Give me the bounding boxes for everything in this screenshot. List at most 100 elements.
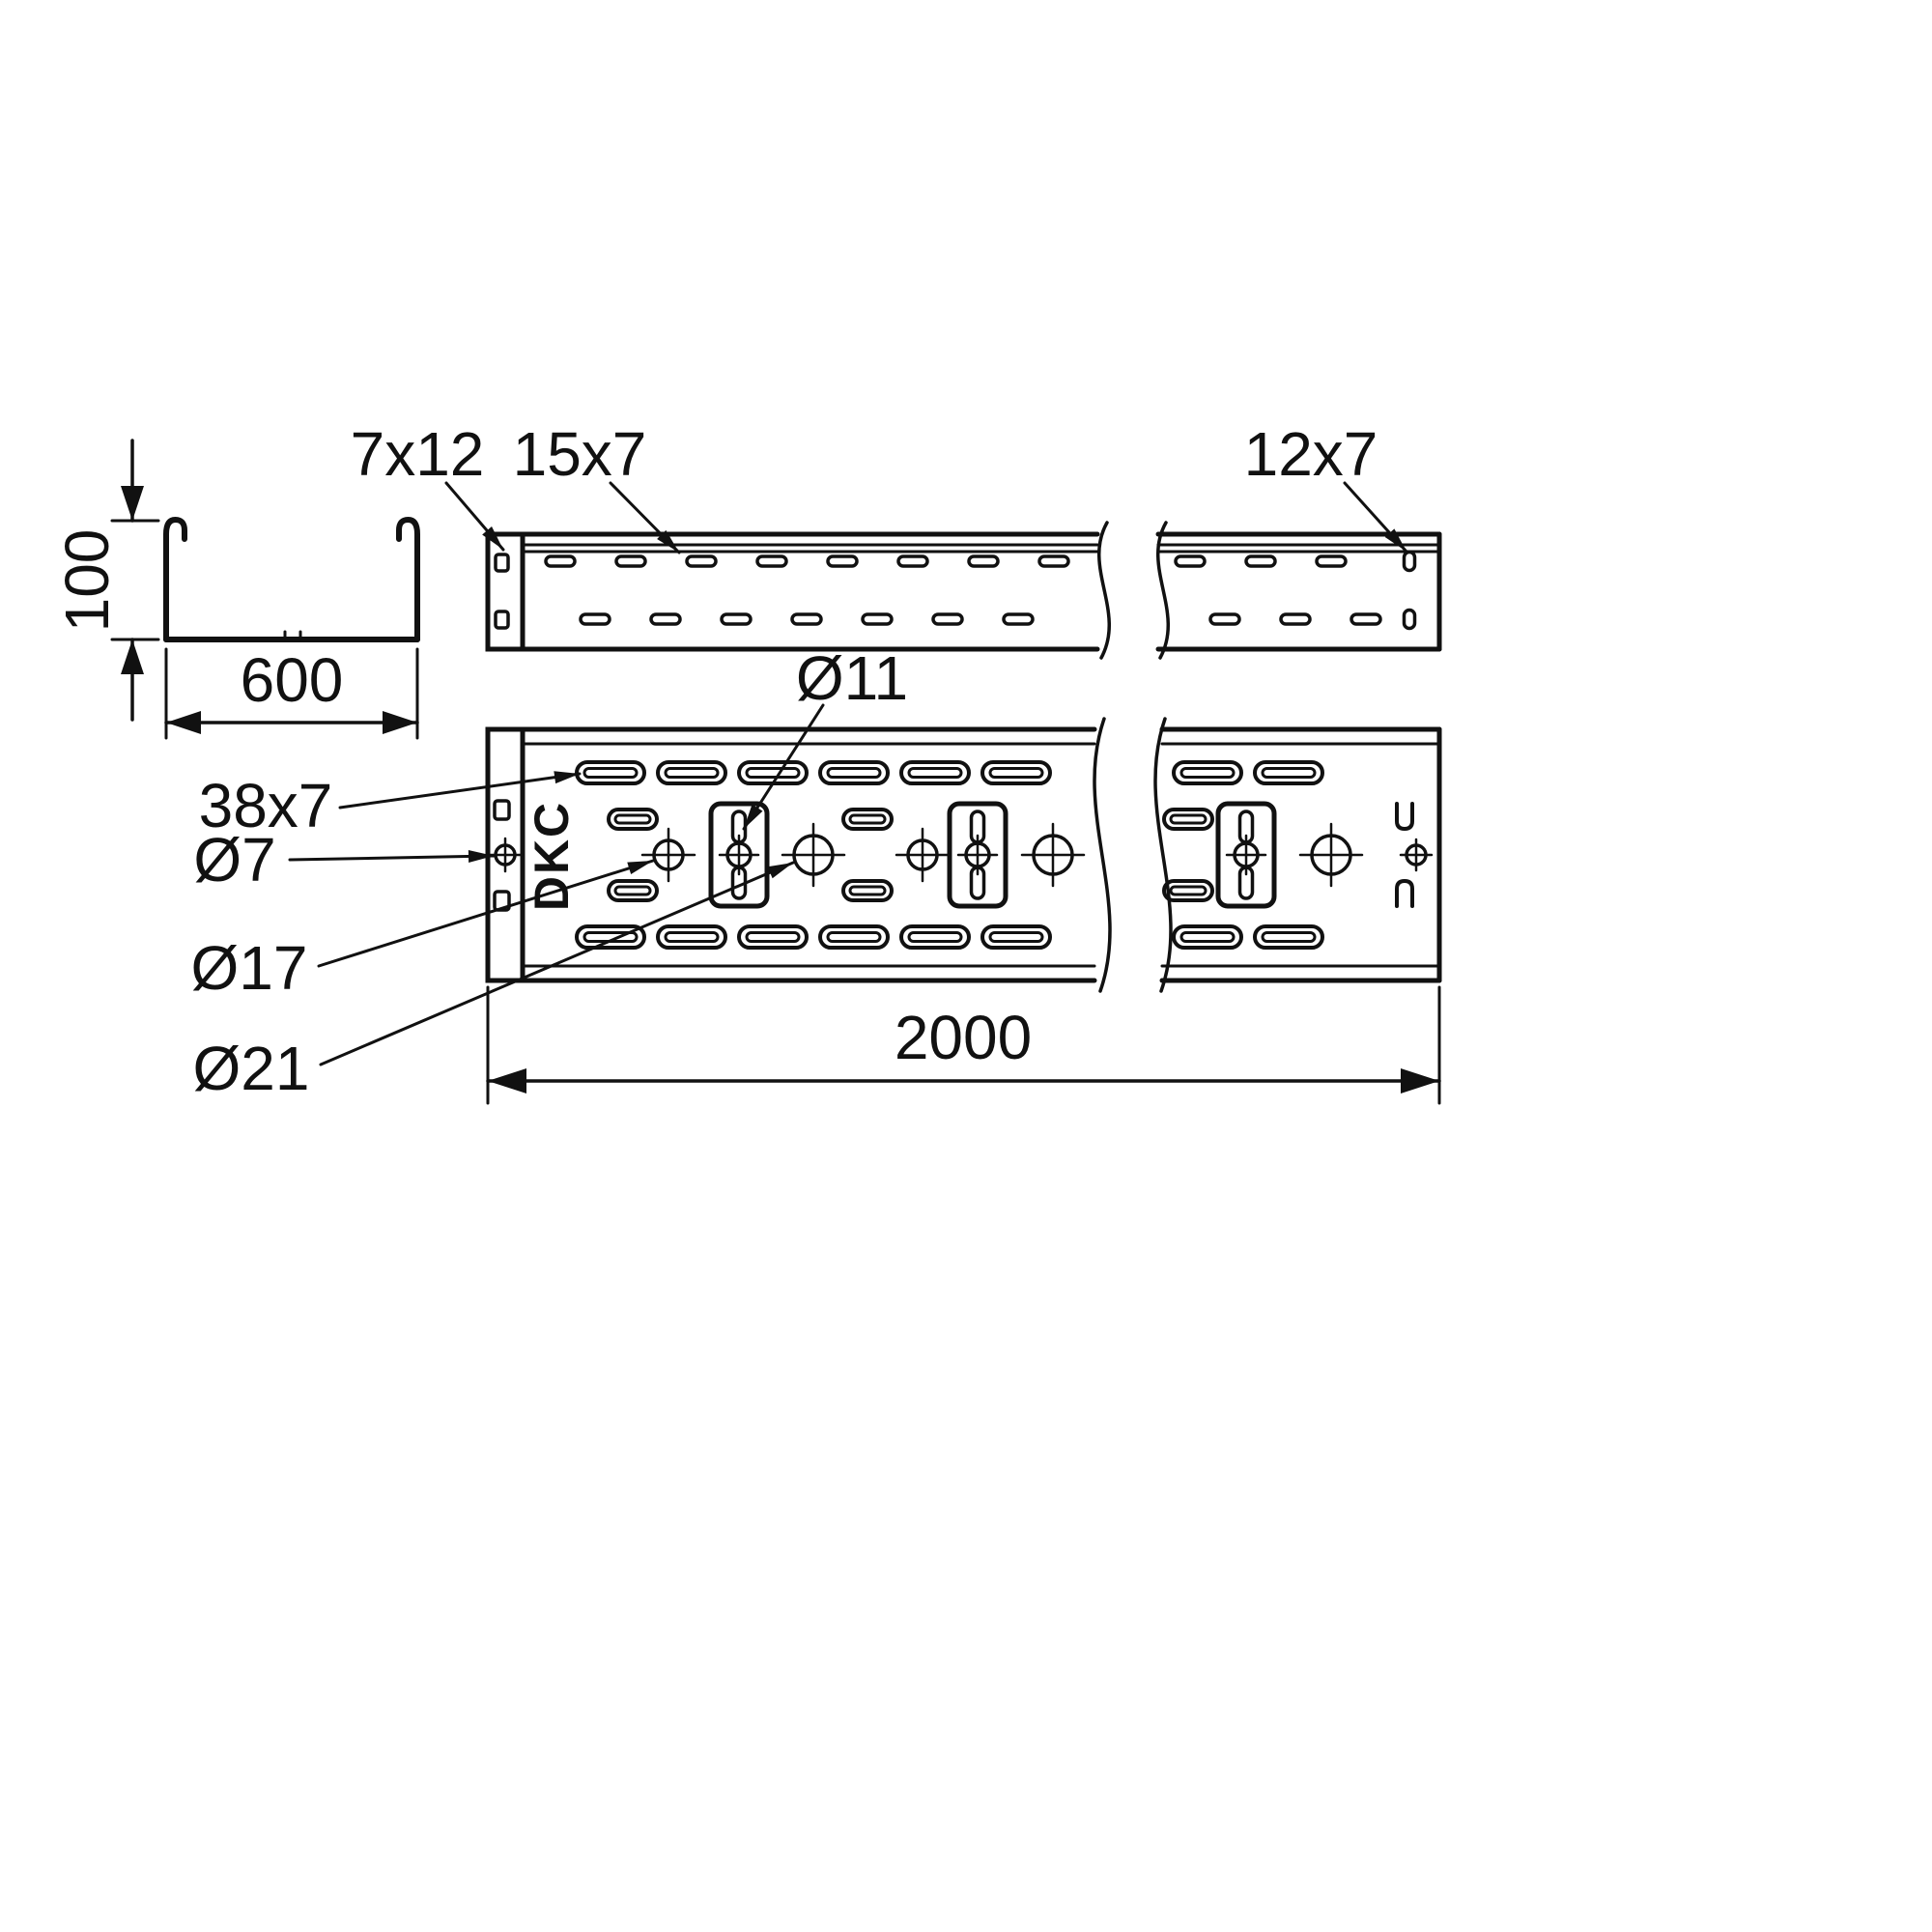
side-slot-15x7 [1002, 612, 1035, 626]
slot-short [841, 879, 894, 902]
mounting-plate [1215, 801, 1277, 909]
side-slot-15x7 [790, 612, 823, 626]
slot-38x7 [656, 924, 727, 950]
slot-38x7 [1253, 924, 1324, 950]
dim-width-arrow-icon [166, 711, 201, 734]
side-slot-15x7 [826, 554, 859, 568]
leader-38x7 [338, 772, 582, 810]
dim-height-label: 100 [52, 529, 122, 633]
top-end-hole [493, 890, 511, 912]
side-slot-15x7 [649, 612, 682, 626]
dim-width-arrow-icon [383, 711, 417, 734]
leader-38x7-arrowhead-icon [554, 771, 580, 784]
leader-7x12-arrowhead-icon [482, 526, 503, 550]
slot-38x7-inner [826, 931, 882, 943]
side-slot-15x7 [685, 554, 718, 568]
side-slot-12x7 [1402, 550, 1417, 573]
side-slot-label: 15x7 [513, 419, 647, 489]
mounting-plate [708, 801, 770, 909]
leader-15x7-arrowhead-icon [657, 529, 679, 553]
end-bracket [1395, 802, 1414, 831]
dim-length-label: 2000 [895, 1003, 1032, 1072]
slot-38x7 [818, 760, 890, 785]
slot-38x7-inner [1179, 767, 1236, 779]
slot-38x7 [1253, 760, 1324, 785]
end-hole-label: 7x12 [351, 419, 485, 489]
side-slot-15x7 [544, 554, 577, 568]
slot-38x7-inner [664, 931, 720, 943]
dim-width-label: 600 [241, 645, 344, 715]
side-end-plate [485, 531, 526, 652]
side-slot-12x7 [1402, 608, 1417, 631]
leader-dia21 [319, 861, 795, 1066]
dim-length-arrow-icon [488, 1068, 526, 1094]
slot-38x7-inner [907, 767, 963, 779]
end-bracket [1395, 879, 1414, 908]
slot-short-inner [1169, 813, 1208, 825]
slot-38x7-inner [1261, 767, 1317, 779]
brand-logo: DKC [525, 801, 579, 911]
slot-38x7 [656, 760, 727, 785]
leader-dia17 [317, 859, 655, 968]
top-break-line [1153, 717, 1173, 993]
slot-short-inner [1169, 885, 1208, 896]
section-right-wall [396, 517, 420, 642]
slot-short-inner [848, 813, 887, 825]
slot-38x7 [1172, 760, 1243, 785]
side-slot-15x7 [896, 554, 929, 568]
dia21-label: Ø21 [193, 1034, 310, 1103]
slot-short-inner [613, 813, 652, 825]
dia11-label: Ø11 [796, 643, 908, 713]
top-break-line [1093, 717, 1112, 993]
side-slot-15x7 [614, 554, 647, 568]
slot-short [1162, 879, 1214, 902]
dim-length-arrow-icon [1401, 1068, 1439, 1094]
side-end-hole-7x12 [494, 610, 510, 630]
section-left-wall [163, 517, 187, 642]
dia7-label: Ø7 [193, 825, 275, 895]
leader-12x7-arrowhead-icon [1384, 528, 1406, 552]
side-slot-15x7 [1174, 554, 1207, 568]
slot-short [607, 879, 659, 902]
slot-38x7-inner [745, 767, 801, 779]
slot-38x7 [575, 924, 646, 950]
side-slot-15x7 [1037, 554, 1070, 568]
slot-short [607, 808, 659, 831]
side-break-line [1097, 521, 1111, 660]
drawing-geometry [110, 439, 1442, 1105]
slot-38x7-inner [988, 767, 1044, 779]
side-slot-15x7 [579, 612, 611, 626]
dim-height-arrow-icon [121, 486, 144, 521]
slot-38x7-inner [582, 767, 639, 779]
side-slot-15x7 [861, 612, 894, 626]
side-end-hole-7x12 [494, 553, 510, 573]
leader-dia21-arrowhead-icon [767, 863, 793, 879]
slot-38x7 [899, 760, 971, 785]
side-slot-15x7 [1279, 612, 1312, 626]
slot-38x7 [737, 924, 809, 950]
slot-short [841, 808, 894, 831]
side-slot-15x7 [967, 554, 1000, 568]
drawing-labels: 100 600 7x12 15x7 12x7 38x7 Ø7 Ø17 Ø21 Ø… [52, 419, 1378, 1103]
slot-38x7-inner [745, 931, 801, 943]
side-slot-15x7 [1244, 554, 1277, 568]
slot-38x7-inner [826, 767, 882, 779]
side-slot-15x7 [1208, 612, 1241, 626]
dim-height-arrow-icon [121, 639, 144, 674]
leader-dia7 [288, 854, 496, 862]
slot-38x7 [818, 924, 890, 950]
slot-38x7-inner [988, 931, 1044, 943]
slot-38x7 [980, 924, 1052, 950]
leader-dia7-arrowhead-icon [468, 849, 494, 863]
leader-dia17-arrowhead-icon [627, 861, 653, 875]
long-slot-label: 38x7 [199, 771, 333, 840]
slot-38x7 [899, 924, 971, 950]
slot-38x7-inner [664, 767, 720, 779]
dia17-label: Ø17 [191, 933, 308, 1003]
slot-short [1162, 808, 1214, 831]
leader-dia11-arrowhead-icon [744, 804, 763, 829]
right-slot-label: 12x7 [1244, 419, 1378, 489]
slot-38x7-inner [1179, 931, 1236, 943]
side-break-line [1156, 521, 1170, 660]
